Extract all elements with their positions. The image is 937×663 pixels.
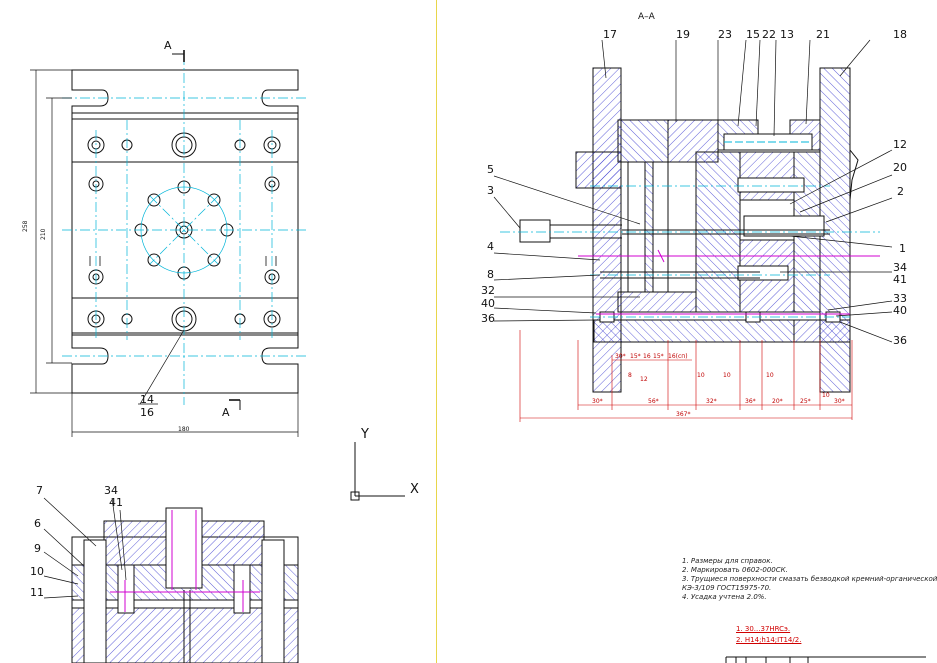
detail-callout-34: 34 (104, 484, 118, 497)
requirement-1: 1. 30...37HRCэ. (736, 625, 791, 633)
section-leaders (493, 39, 893, 343)
section-view (519, 67, 859, 393)
dim-chain-7: 30* (834, 398, 845, 405)
plan-callout-16: 16 (140, 406, 154, 419)
callout-36-left: 36 (481, 312, 495, 325)
dim-chain-2: 56* (648, 398, 659, 405)
section-magenta (578, 249, 880, 315)
callout-15: 15 (746, 28, 760, 41)
ucs-y-label: Y (361, 427, 369, 442)
section-dimensions (519, 330, 853, 422)
dim-chain-4: 36* (745, 398, 756, 405)
callout-40-left: 40 (481, 297, 495, 310)
detail-callout-11: 11 (30, 586, 44, 599)
dim-small-2: 15* (630, 353, 641, 360)
callout-5: 5 (487, 163, 494, 176)
callout-18: 18 (893, 28, 907, 41)
dim-small-4: 15* (653, 353, 664, 360)
ucs-x-label: X (410, 482, 419, 497)
callout-23: 23 (718, 28, 732, 41)
requirement-2: 2. H14;h14;IT14/2. (736, 636, 802, 644)
callout-12: 12 (893, 138, 907, 151)
callout-36-right: 36 (893, 334, 907, 347)
dim-inner-height: 210 (40, 228, 47, 240)
dim-small-9: 10 (723, 372, 731, 379)
section-mark-top: A (164, 39, 172, 52)
callout-17: 17 (603, 28, 617, 41)
callout-40-right: 40 (893, 304, 907, 317)
dim-small-8: 10 (697, 372, 705, 379)
callout-22: 22 (762, 28, 776, 41)
plan-dimensions (30, 69, 299, 437)
dim-width: 180 (178, 426, 190, 433)
callout-19: 19 (676, 28, 690, 41)
dim-chain-6: 25* (800, 398, 811, 405)
dim-small-3: 16 (643, 353, 651, 360)
callout-21: 21 (816, 28, 830, 41)
plan-section-marks (172, 50, 241, 410)
dim-small-10: 10 (766, 372, 774, 379)
detail-callout-6: 6 (34, 517, 41, 530)
detail-callout-10: 10 (30, 565, 44, 578)
section-mark-bottom: A (222, 406, 230, 419)
note-1: 1. Размеры для справок. (682, 557, 773, 565)
section-title: A–A (638, 12, 655, 22)
dim-overall-height: 258 (22, 220, 29, 232)
callout-34: 34 (893, 261, 907, 274)
dim-chain-3: 32* (706, 398, 717, 405)
sheet-divider (436, 0, 437, 663)
callout-4: 4 (487, 240, 494, 253)
plan-centerlines (62, 55, 308, 405)
dim-overall: 367* (676, 411, 691, 418)
detail-leaders (43, 497, 127, 599)
callout-3: 3 (487, 184, 494, 197)
note-4: КЭ-3/109 ГОСТ15975-70. (682, 584, 772, 592)
plan-base-plate (71, 69, 299, 394)
callout-33: 33 (893, 292, 907, 305)
dim-small-6: 8 (628, 372, 632, 379)
callout-41: 41 (893, 273, 907, 286)
plan-callout-14: 14 (140, 393, 154, 406)
detail-view (71, 507, 299, 663)
note-2: 2. Маркировать 0602-000СК. (682, 566, 788, 574)
callout-2: 2 (897, 185, 904, 198)
detail-callout-41: 41 (109, 496, 123, 509)
detail-callout-7: 7 (36, 484, 43, 497)
note-3: 3. Трущиеся поверхности смазать безводко… (682, 575, 937, 583)
dim-small-7: 12 (640, 376, 648, 383)
plan-mold-plate (71, 112, 299, 336)
title-block (725, 656, 926, 663)
dim-small-5: 16(сп) (668, 353, 688, 360)
section-centerlines (500, 185, 880, 318)
dim-chain-5: 20* (772, 398, 783, 405)
callout-8: 8 (487, 268, 494, 281)
dim-small-1: 30* (615, 353, 626, 360)
ucs-icon (350, 442, 405, 501)
dim-small-11: 10 (822, 392, 830, 399)
callout-13: 13 (780, 28, 794, 41)
callout-1: 1 (899, 242, 906, 255)
dim-chain-1: 30* (592, 398, 603, 405)
callout-20: 20 (893, 161, 907, 174)
detail-callout-9: 9 (34, 542, 41, 555)
plan-view (71, 69, 299, 394)
note-5: 4. Усадка учтена 2.0%. (682, 593, 767, 601)
callout-32: 32 (481, 284, 495, 297)
